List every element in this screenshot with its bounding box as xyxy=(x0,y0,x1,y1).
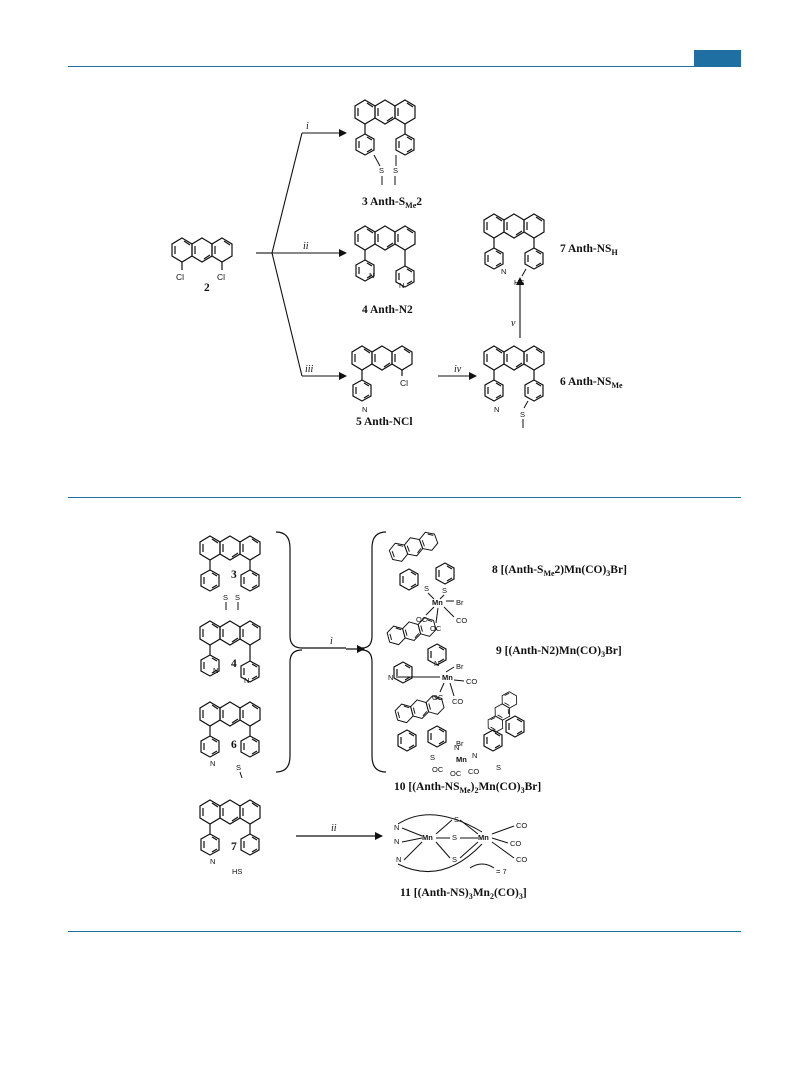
svg-text:HS: HS xyxy=(232,867,242,876)
svg-text:Cl: Cl xyxy=(400,378,408,388)
svg-text:OC: OC xyxy=(432,765,444,774)
svg-text:S: S xyxy=(223,593,228,602)
svg-text:N: N xyxy=(501,267,506,276)
svg-text:N: N xyxy=(434,659,439,668)
svg-text:Mn: Mn xyxy=(432,598,443,607)
reagent-iii: iii xyxy=(305,364,314,375)
svg-text:N: N xyxy=(396,855,401,864)
svg-text:N: N xyxy=(394,837,399,846)
compound-7-label: 7 Anth-NSH xyxy=(560,243,618,257)
svg-text:CO: CO xyxy=(456,616,467,625)
svg-text:S: S xyxy=(496,763,501,772)
svg-text:N: N xyxy=(210,857,215,866)
svg-text:N: N xyxy=(210,759,215,768)
scheme2-compound-4: N N xyxy=(199,620,261,685)
svg-text:Cl: Cl xyxy=(217,272,225,282)
legend-eq: = 7 xyxy=(496,867,507,876)
svg-text:CO: CO xyxy=(466,677,477,686)
complex-11-label: 11 [(Anth-NS)3Mn2(CO)3] xyxy=(400,887,527,901)
svg-text:N: N xyxy=(472,751,477,760)
compound-7-structure: N HS xyxy=(483,213,545,287)
left-label-6: 6 xyxy=(231,739,237,751)
svg-text:OC: OC xyxy=(450,769,462,778)
header-tab xyxy=(694,50,741,66)
scheme2-compound-6: N S xyxy=(199,701,261,779)
svg-text:S: S xyxy=(442,586,447,595)
complex-10-structure: S N Mn Br N OC OC CO S xyxy=(393,689,525,778)
complex-11-structure: N N N Mn Mn S S S CO CO CO = 7 xyxy=(394,814,527,876)
svg-text:OC: OC xyxy=(416,615,428,624)
compound-4-structure: N N xyxy=(354,225,416,290)
svg-text:N: N xyxy=(394,823,399,832)
svg-text:N: N xyxy=(369,271,374,280)
svg-text:N: N xyxy=(213,666,218,675)
svg-text:S: S xyxy=(393,166,398,175)
svg-text:Mn: Mn xyxy=(478,833,489,842)
svg-text:CO: CO xyxy=(516,855,527,864)
svg-text:N: N xyxy=(362,405,367,414)
svg-text:S: S xyxy=(236,763,241,772)
svg-text:S: S xyxy=(452,855,457,864)
header-rule xyxy=(68,66,741,67)
complex-8-label: 8 [(Anth-SMe2)Mn(CO)3Br] xyxy=(492,564,627,578)
svg-text:N: N xyxy=(244,676,249,685)
svg-text:Br: Br xyxy=(456,598,464,607)
scheme2-reagent-ii: ii xyxy=(331,823,337,834)
svg-text:S: S xyxy=(424,584,429,593)
scheme-divider-rule xyxy=(68,497,741,498)
svg-text:Mn: Mn xyxy=(456,755,467,764)
svg-text:CO: CO xyxy=(452,697,463,706)
svg-text:S: S xyxy=(430,753,435,762)
scheme1-arrows xyxy=(256,129,524,380)
left-label-4: 4 xyxy=(231,658,237,670)
compound-3-label: 3 Anth-SMe2 xyxy=(362,196,422,210)
complex-8-structure: S S Mn Br OC OC CO xyxy=(387,529,467,633)
left-label-7: 7 xyxy=(231,841,237,853)
svg-text:N: N xyxy=(494,405,499,414)
svg-text:Br: Br xyxy=(456,662,464,671)
left-label-3: 3 xyxy=(231,569,237,581)
svg-text:Cl: Cl xyxy=(176,272,184,282)
svg-text:CO: CO xyxy=(510,839,521,848)
scheme2-reagent-i: i xyxy=(330,636,333,647)
svg-text:N: N xyxy=(388,673,393,682)
svg-text:Br: Br xyxy=(456,739,464,748)
svg-text:N: N xyxy=(399,281,404,290)
compound-2-structure: Cl Cl xyxy=(171,237,233,282)
svg-text:HS: HS xyxy=(514,278,524,287)
compound-4-label: 4 Anth-N2 xyxy=(362,304,413,316)
complex-9-label: 9 [(Anth-N2)Mn(CO)3Br] xyxy=(496,645,622,659)
compound-3-structure: S S xyxy=(354,99,416,185)
reagent-ii: ii xyxy=(303,241,309,252)
compound-2-label: 2 xyxy=(204,282,210,294)
svg-text:Mn: Mn xyxy=(442,673,453,682)
svg-text:S: S xyxy=(379,166,384,175)
scheme2-compound-7: N HS xyxy=(199,799,261,876)
compound-6-label: 6 Anth-NSMe xyxy=(560,376,623,390)
svg-text:S: S xyxy=(452,833,457,842)
scheme2-compound-3: S S xyxy=(199,535,261,610)
svg-text:CO: CO xyxy=(516,821,527,830)
compound-5-structure: Cl N xyxy=(351,345,413,414)
reaction-braces xyxy=(275,531,387,840)
footer-rule xyxy=(68,931,741,932)
compound-6-structure: N S xyxy=(483,345,545,428)
svg-text:S: S xyxy=(235,593,240,602)
reagent-v: v xyxy=(511,318,516,329)
svg-text:S: S xyxy=(520,410,525,419)
svg-text:Mn: Mn xyxy=(422,833,433,842)
svg-text:N: N xyxy=(454,743,459,752)
reagent-i: i xyxy=(306,121,309,132)
compound-5-label: 5 Anth-NCl xyxy=(356,416,413,428)
svg-text:CO: CO xyxy=(468,767,479,776)
reagent-iv: iv xyxy=(454,364,462,375)
complex-10-label: 10 [(Anth-NSMe)2Mn(CO)3Br] xyxy=(394,781,541,795)
